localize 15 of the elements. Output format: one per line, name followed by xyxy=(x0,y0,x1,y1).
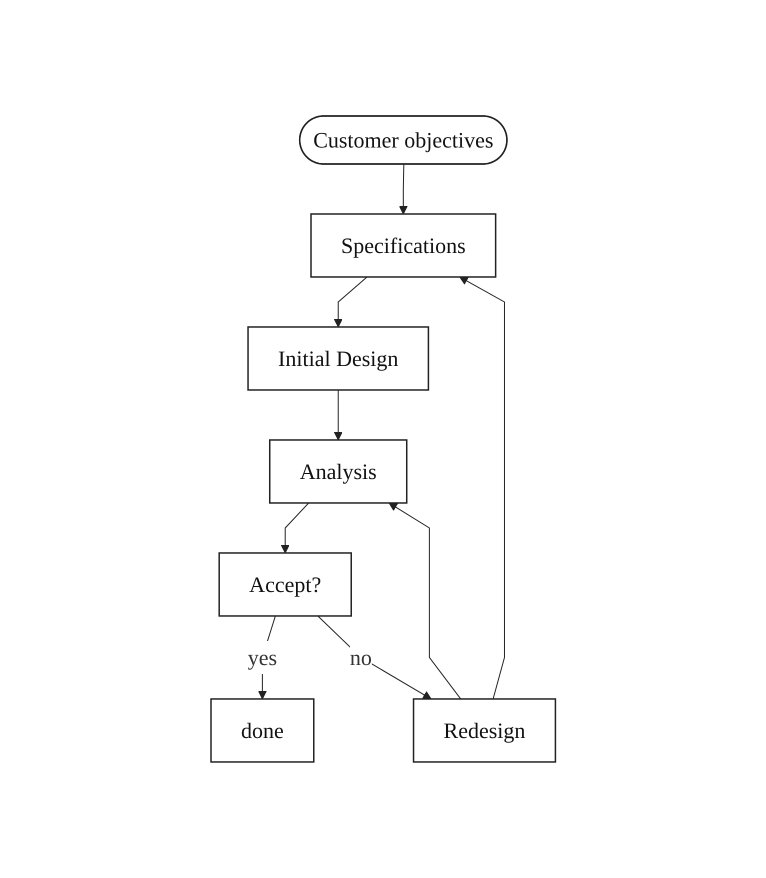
arrow xyxy=(398,164,408,214)
edge-label: yes xyxy=(248,644,277,670)
arrow xyxy=(317,616,432,700)
arrow xyxy=(459,276,505,700)
node-box: done xyxy=(210,698,314,763)
node-box: Redesign xyxy=(412,698,556,763)
arrow xyxy=(334,276,368,328)
node-box: Accept? xyxy=(218,552,352,617)
arrow xyxy=(334,390,342,440)
node-box: Specifications xyxy=(310,213,496,278)
arrow xyxy=(280,502,309,554)
edge-label: no xyxy=(350,644,372,670)
arrow xyxy=(388,502,461,700)
node-box: Initial Design xyxy=(247,326,429,391)
node-box: Analysis xyxy=(268,439,408,504)
